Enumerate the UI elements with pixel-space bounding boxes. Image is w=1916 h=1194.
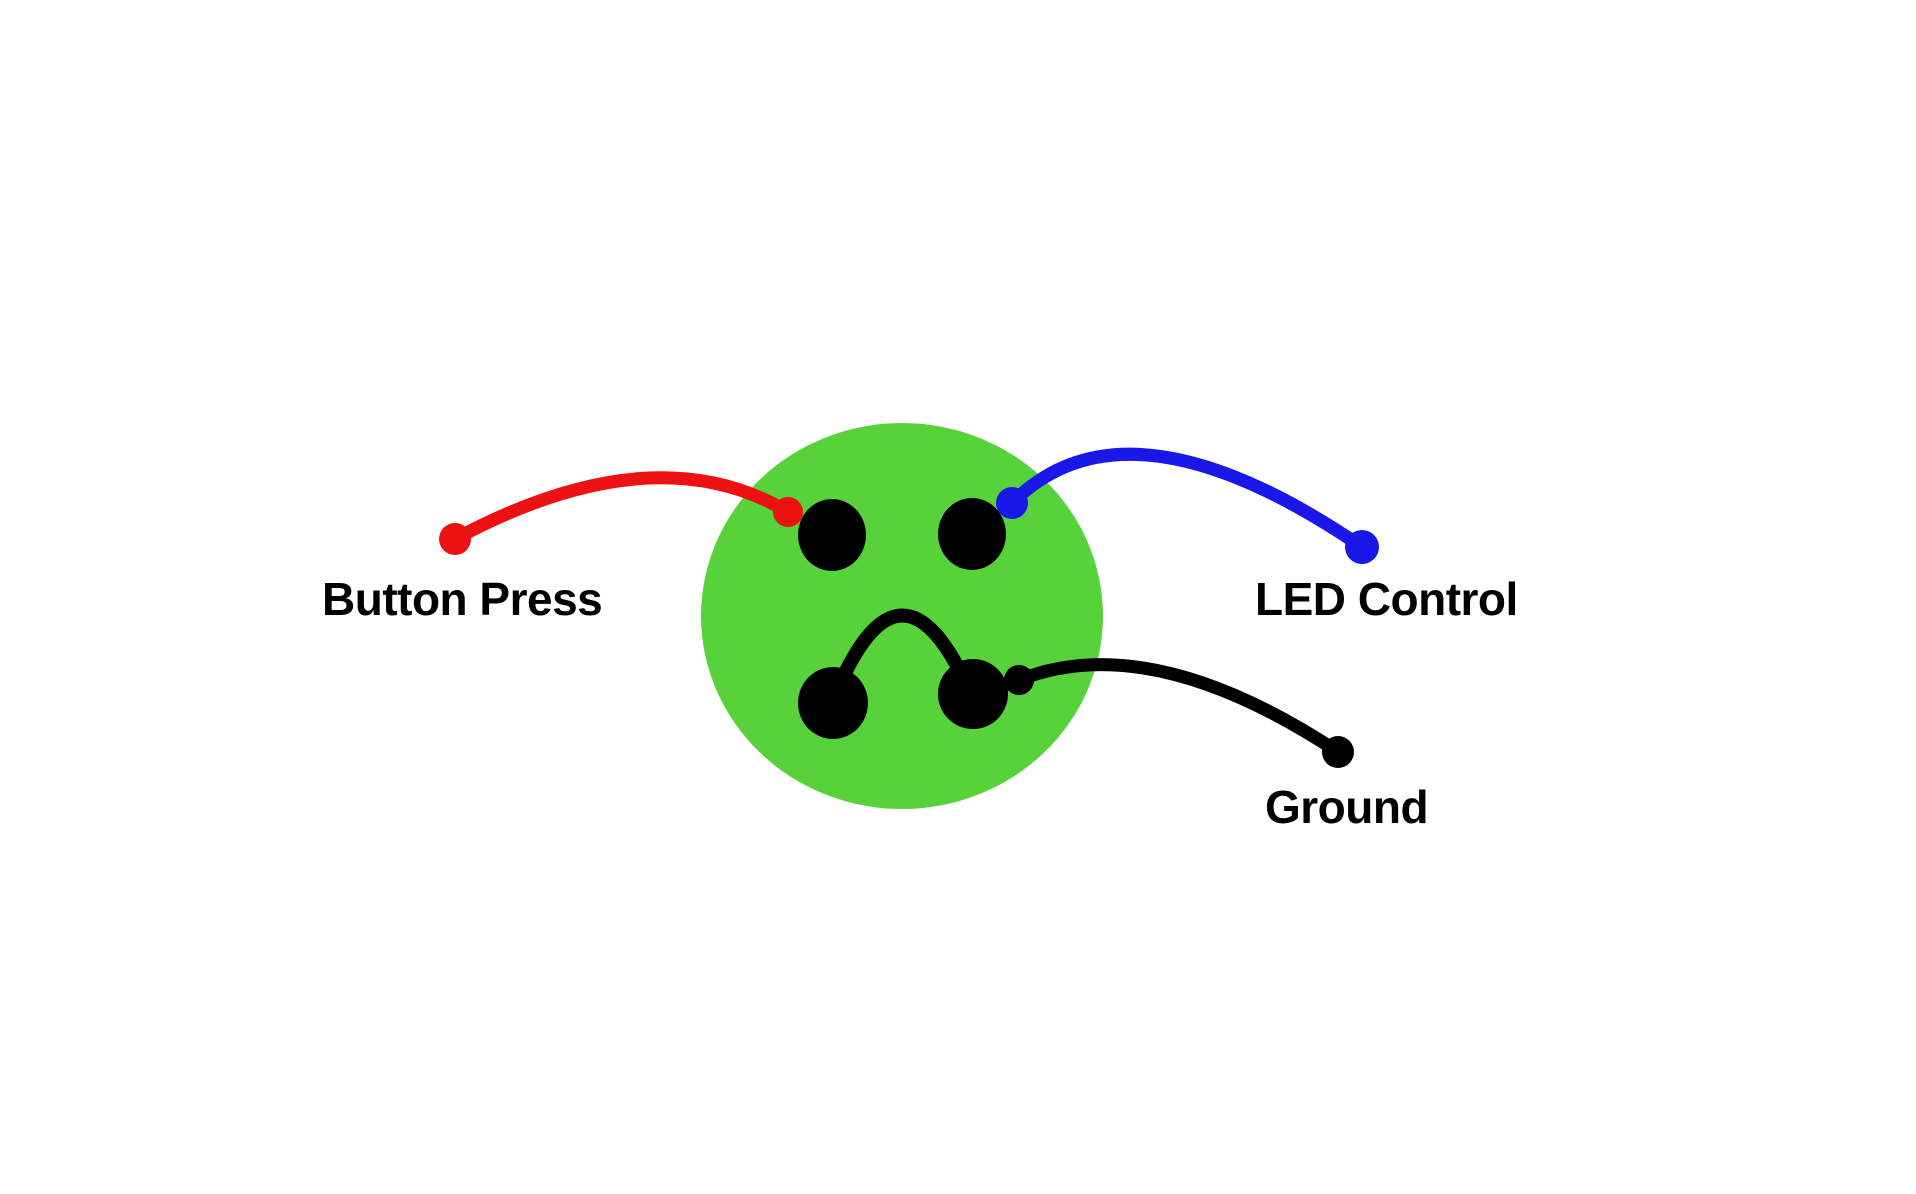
pin-top-right	[938, 498, 1006, 570]
ground-pin-dot	[1004, 665, 1034, 695]
ground-wire	[1012, 658, 1345, 759]
button-press-label: Button Press	[322, 573, 602, 625]
button-press-wire	[448, 471, 795, 546]
ground-label: Ground	[1265, 781, 1428, 833]
pin-bridge-wire	[826, 608, 977, 707]
pin-bottom-left	[798, 667, 868, 739]
ground-endpoint-dot	[1322, 736, 1354, 768]
led-control-label: LED Control	[1255, 573, 1518, 625]
led-control-pin-dot	[996, 487, 1028, 519]
led-control-wire	[1005, 447, 1369, 554]
pin-bottom-right	[938, 659, 1008, 729]
button-press-pin-dot	[773, 497, 803, 527]
led-control-endpoint-dot	[1345, 530, 1379, 564]
button-press-endpoint-dot	[439, 523, 471, 555]
pin-top-left	[798, 499, 866, 571]
